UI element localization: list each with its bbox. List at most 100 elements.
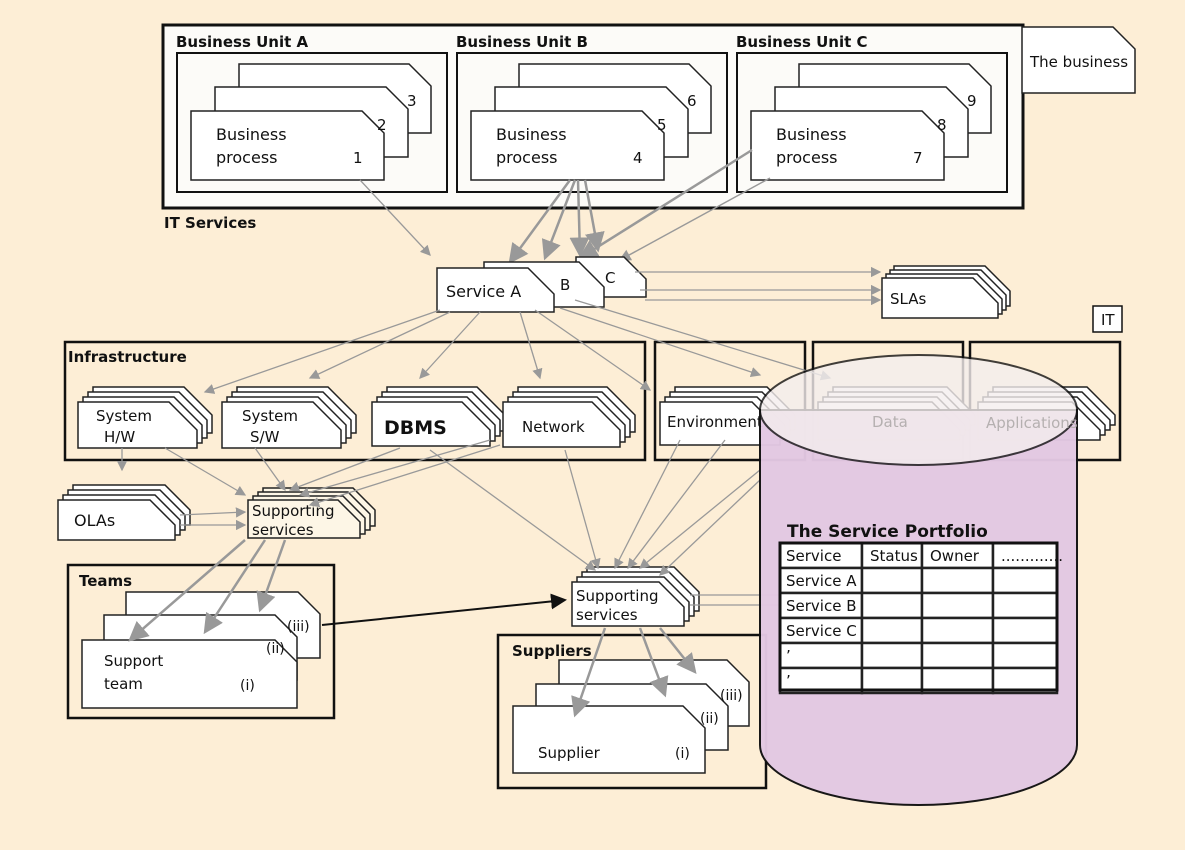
- table-cell-text: Service A: [786, 572, 857, 590]
- connector-arrow: [559, 307, 762, 378]
- table-cell-text: ’: [786, 672, 791, 690]
- connector-arrow: [577, 148, 753, 260]
- table-cell: [920, 566, 995, 595]
- connector-arrow: [203, 309, 441, 394]
- supplier-number: (ii): [700, 711, 719, 727]
- system-hw-label: System: [96, 407, 152, 425]
- network-label: Network: [522, 418, 585, 436]
- supplier-number: (iii): [720, 688, 743, 704]
- business-unit-c-box: [736, 52, 1008, 193]
- ola-card-layer: [57, 499, 176, 541]
- process-number: 1: [353, 149, 363, 167]
- data-label: Data: [872, 413, 908, 431]
- system-hw-card-layer: [77, 401, 198, 449]
- process-number: 7: [913, 149, 923, 167]
- supporting-services-left-card-layer: [247, 499, 361, 539]
- table-cell: [991, 616, 1059, 645]
- slas-label: SLAs: [890, 290, 926, 308]
- infrastructure-box: [63, 340, 647, 462]
- table-header-text: Owner: [930, 547, 980, 565]
- process-number: 4: [633, 149, 643, 167]
- process-card: [470, 110, 665, 181]
- table-cell: [860, 616, 924, 645]
- connector-arrow: [298, 439, 491, 498]
- process-label: Business: [776, 125, 847, 144]
- portfolio-title: The Service Portfolio: [787, 522, 988, 542]
- table-cell-text: Service B: [786, 597, 857, 615]
- table-cell: [920, 616, 995, 645]
- system-hw-label: H/W: [104, 428, 135, 446]
- table-header-text: Service: [786, 547, 841, 565]
- team-number: (i): [240, 678, 255, 694]
- business-unit-b-box: [456, 52, 728, 193]
- connector-arrow: [179, 507, 247, 518]
- process-label: process: [216, 148, 277, 167]
- table-cell: [778, 616, 864, 645]
- process-number: 2: [377, 116, 387, 134]
- infrastructure-title: Infrastructure: [68, 348, 187, 366]
- connector-arrow: [164, 447, 247, 496]
- olas-label: OLAs: [74, 511, 115, 530]
- it-services-title: IT Services: [164, 214, 256, 232]
- table-cell: [920, 591, 995, 620]
- connector-arrow: [288, 447, 401, 492]
- connector-arrow: [128, 539, 246, 642]
- it-tag-label: IT: [1101, 311, 1115, 329]
- system-sw-label: System: [242, 407, 298, 425]
- connector-arrow: [254, 447, 286, 492]
- process-number: 6: [687, 92, 697, 110]
- connector-arrow: [638, 627, 669, 698]
- process-number: 3: [407, 92, 417, 110]
- network-card-layer: [502, 401, 621, 448]
- supporting-services-left-label: Supporting: [252, 502, 335, 520]
- connector-arrow: [627, 439, 726, 570]
- process-card: [750, 110, 945, 181]
- connector-arrow: [618, 177, 771, 261]
- support-team-label: team: [104, 675, 143, 693]
- table-cell: [991, 641, 1059, 670]
- connector-arrow: [308, 444, 501, 508]
- service-b-label: B: [560, 276, 570, 294]
- supplier-card: [512, 705, 706, 774]
- business-unit-a-box: [176, 52, 448, 193]
- table-cell-text: Service C: [786, 622, 857, 640]
- supporting-services-center-card-layer: [571, 581, 685, 627]
- table-cell: [860, 641, 924, 670]
- team-card: [81, 639, 298, 709]
- process-number: 8: [937, 116, 947, 134]
- system-sw-card-layer: [221, 401, 342, 449]
- table-cell: [860, 591, 924, 620]
- connector-arrow: [541, 179, 577, 261]
- supporting-services-center-label: Supporting: [576, 587, 659, 605]
- process-card: [190, 110, 385, 181]
- dbms-card-layer: [371, 401, 491, 447]
- process-label: Business: [496, 125, 567, 144]
- table-cell: [991, 591, 1059, 620]
- process-number: 9: [967, 92, 977, 110]
- service-a-card: [436, 267, 555, 313]
- system-sw-label: S/W: [250, 428, 280, 446]
- table-cell: [778, 641, 864, 670]
- the-business-tag: [1021, 26, 1136, 94]
- teams-box: [66, 563, 336, 720]
- suppliers-title: Suppliers: [512, 642, 592, 660]
- table-cell-text: ’: [786, 647, 791, 665]
- portfolio-cylinder-top: [759, 354, 1078, 466]
- connector-arrow: [359, 179, 431, 256]
- connector-arrow: [308, 311, 451, 379]
- table-cell: [860, 566, 924, 595]
- table-header-text: Status: [870, 547, 918, 565]
- sla-card-layer: [881, 277, 999, 319]
- supplier-label: Supplier: [538, 744, 601, 762]
- service-a-label: Service A: [446, 282, 521, 301]
- connector-arrow: [429, 449, 597, 571]
- process-number: 5: [657, 116, 667, 134]
- connector-arrow: [534, 309, 652, 391]
- connector-arrow: [659, 479, 761, 576]
- process-label: Business: [216, 125, 287, 144]
- table-cell: [778, 591, 864, 620]
- process-label: process: [496, 148, 557, 167]
- connector-arrow: [583, 179, 605, 253]
- the-business-label: The business: [1029, 53, 1128, 71]
